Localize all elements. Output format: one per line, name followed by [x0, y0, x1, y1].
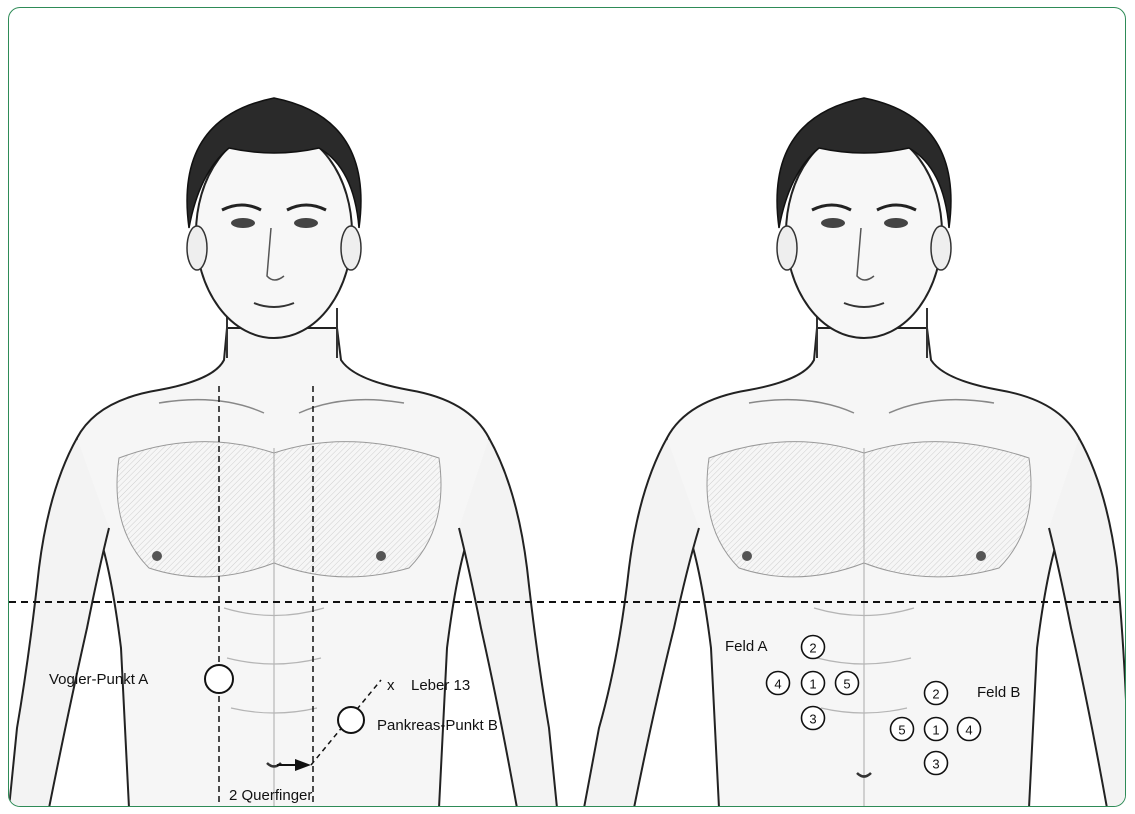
- right-nipple-right: [976, 551, 986, 561]
- feld-a-point-5: 5: [836, 672, 859, 695]
- left-nipple-left: [152, 551, 162, 561]
- right-nipple-left: [742, 551, 752, 561]
- right-arm-left: [584, 438, 699, 807]
- feld-b-point-1: 1: [925, 718, 948, 741]
- feld-a-label: Feld A: [725, 638, 768, 655]
- svg-text:3: 3: [809, 712, 816, 727]
- left-body-figure: [9, 98, 557, 807]
- left-torso: [76, 328, 491, 807]
- leber-marker: x: [387, 677, 395, 694]
- svg-text:4: 4: [774, 677, 781, 692]
- vogler-point-a-label: Vogler-Punkt A: [49, 671, 148, 688]
- right-body-figure: [584, 98, 1126, 807]
- feld-b-point-2: 2: [925, 682, 948, 705]
- vogler-point-a-marker: [205, 665, 233, 693]
- left-chest-shading: [117, 442, 441, 577]
- anatomy-illustration: Vogler-Punkt A x Leber 13 Pankreas-Punkt…: [9, 8, 1126, 807]
- feld-a-point-2: 2: [802, 636, 825, 659]
- feld-b-label: Feld B: [977, 684, 1020, 701]
- figure-frame: Vogler-Punkt A x Leber 13 Pankreas-Punkt…: [8, 7, 1126, 807]
- svg-text:3: 3: [932, 757, 939, 772]
- svg-text:5: 5: [898, 723, 905, 738]
- feld-b-point-4: 4: [958, 718, 981, 741]
- pankreas-point-b-marker: [338, 707, 364, 733]
- right-torso: [666, 328, 1081, 807]
- svg-text:2: 2: [809, 641, 816, 656]
- feld-a-point-4: 4: [767, 672, 790, 695]
- left-arm-left: [9, 438, 109, 807]
- leber-13-label: Leber 13: [411, 677, 470, 694]
- querfinger-label: 2 Querfinger: [229, 787, 312, 804]
- right-arm-right: [1049, 438, 1126, 807]
- feld-b-point-3: 3: [925, 752, 948, 775]
- svg-text:1: 1: [809, 677, 816, 692]
- feld-a-point-3: 3: [802, 707, 825, 730]
- left-arm-right: [459, 438, 557, 807]
- svg-text:5: 5: [843, 677, 850, 692]
- left-nipple-right: [376, 551, 386, 561]
- feld-b-point-5: 5: [891, 718, 914, 741]
- feld-a-point-1: 1: [802, 672, 825, 695]
- svg-text:1: 1: [932, 723, 939, 738]
- svg-text:4: 4: [965, 723, 972, 738]
- svg-text:2: 2: [932, 687, 939, 702]
- pankreas-point-b-label: Pankreas-Punkt B: [377, 717, 498, 734]
